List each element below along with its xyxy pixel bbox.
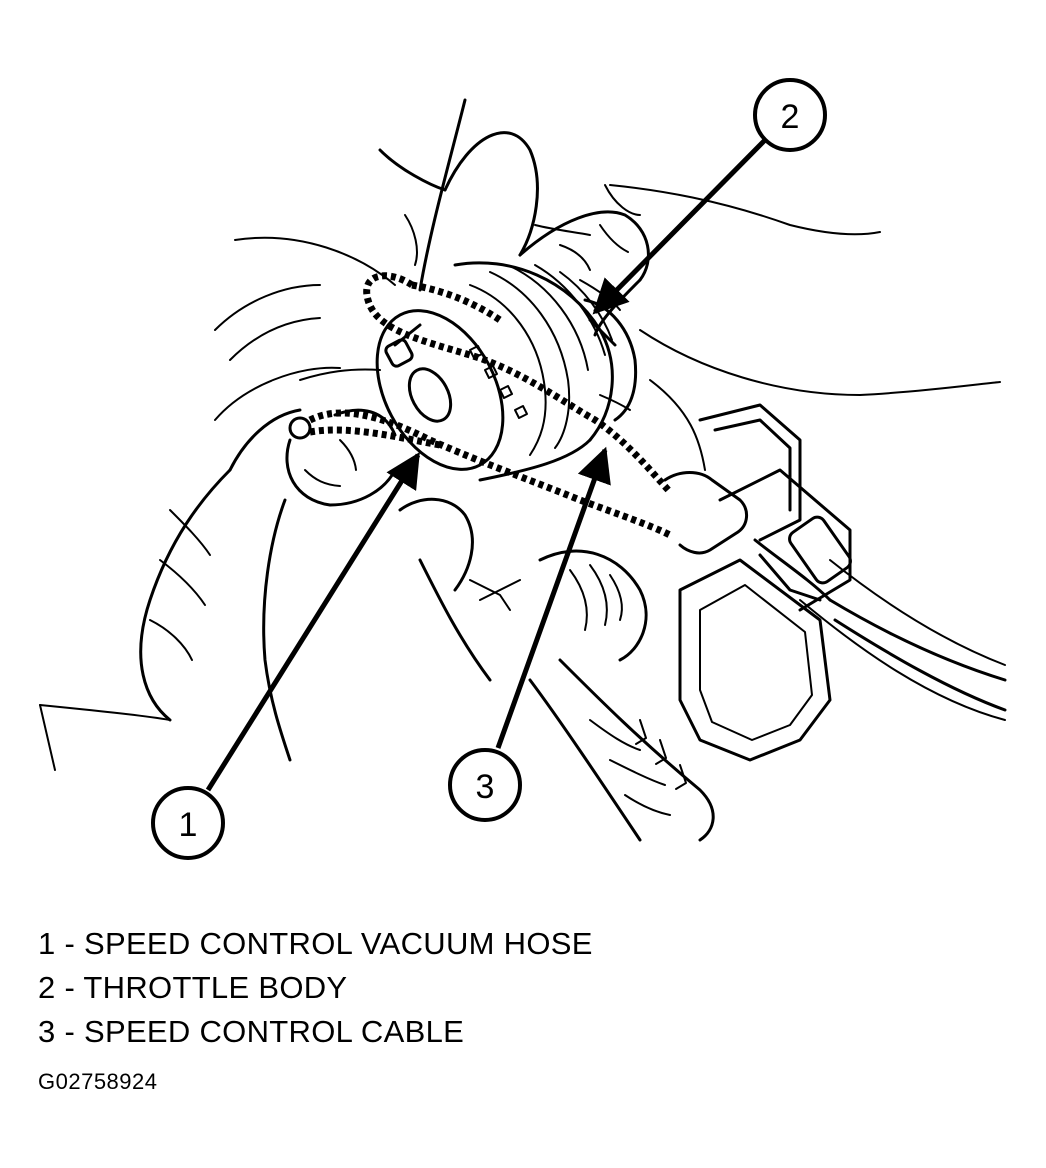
legend-item-2: 2 - THROTTLE BODY	[38, 970, 348, 1005]
engine-contours	[39, 184, 1006, 771]
callout-2: 2	[753, 78, 827, 152]
callout-2-number: 2	[781, 98, 800, 136]
throttle-body-illustration: 1 2 3	[39, 78, 1007, 860]
legend-item-3: 3 - SPEED CONTROL CABLE	[38, 1014, 465, 1049]
callout-3-number: 3	[476, 768, 495, 806]
legend-item-1: 1 - SPEED CONTROL VACUUM HOSE	[38, 926, 593, 961]
cable-connector-housing	[663, 403, 1007, 762]
leader-3	[495, 446, 611, 749]
mounting-bracket	[528, 549, 715, 842]
speed-control-cable-loop	[363, 272, 673, 495]
leader-1	[205, 452, 421, 792]
callout-1-number: 1	[179, 806, 198, 844]
callout-legend: 1 - SPEED CONTROL VACUUM HOSE 2 - THROTT…	[38, 922, 593, 1054]
throttle-body	[375, 261, 638, 482]
leader-lines	[205, 138, 767, 792]
leader-2	[592, 138, 767, 315]
speed-control-vacuum-hose	[288, 409, 672, 539]
callout-1: 1	[151, 786, 225, 860]
figure-code: G02758924	[38, 1069, 158, 1094]
lower-hand	[139, 408, 521, 762]
callout-3: 3	[448, 748, 522, 822]
line-drawing: 1 2 3	[39, 78, 1007, 860]
